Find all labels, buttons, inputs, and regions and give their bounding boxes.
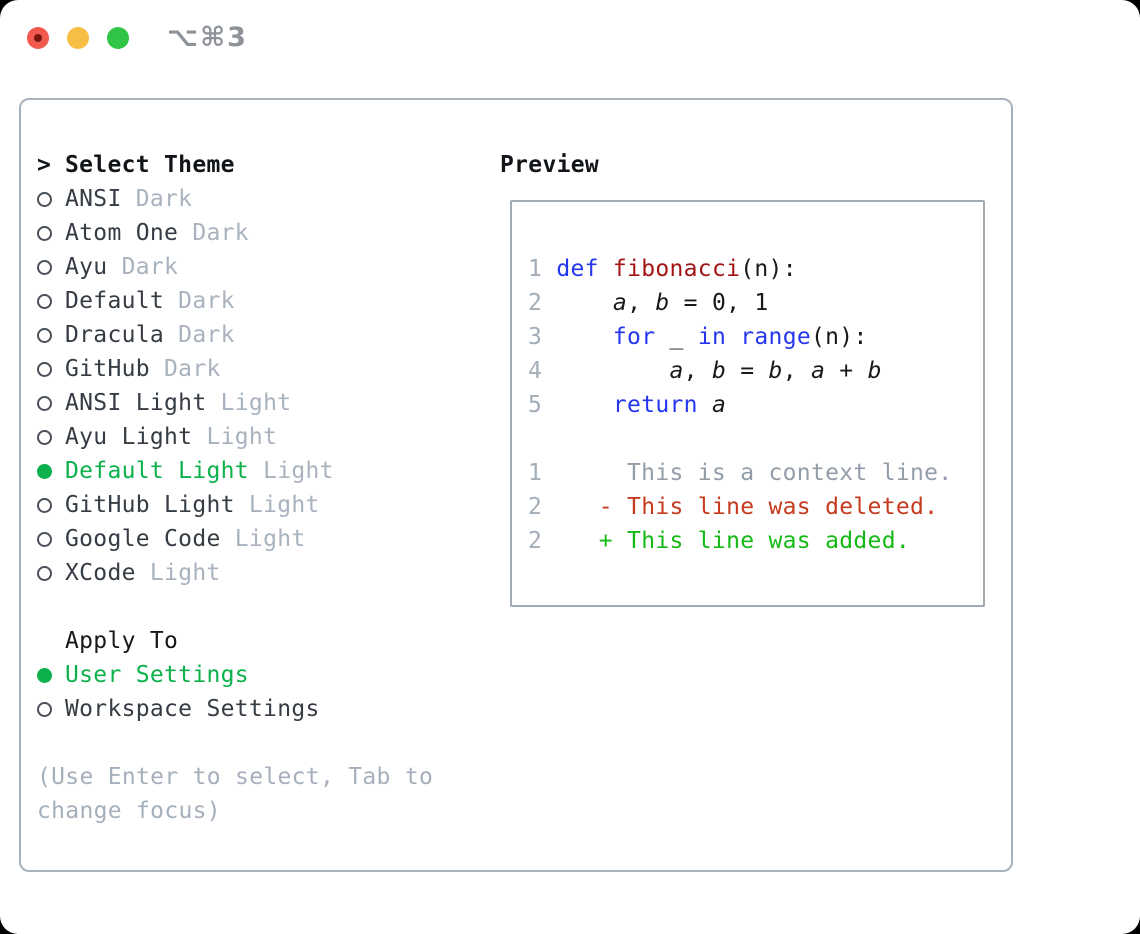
code-line: 1 def fibonacci(n): (528, 256, 797, 282)
theme-option-ansi-light-light[interactable]: ANSI Light Light (37, 386, 334, 420)
theme-name: Google Code (65, 526, 221, 552)
theme-variant: Dark (107, 254, 179, 280)
zoom-button[interactable] (107, 27, 129, 49)
window-title-shortcut: ⌥⌘3 (167, 22, 248, 53)
help-text: (Use Enter to select, Tab to change focu… (37, 764, 434, 824)
theme-option-ayu-dark[interactable]: Ayu Dark (37, 250, 334, 284)
theme-variant: Light (135, 560, 221, 586)
radio-icon (37, 565, 65, 581)
theme-option-ansi-dark[interactable]: ANSI Dark (37, 182, 334, 216)
radio-icon (37, 361, 65, 377)
preview-box: 1 def fibonacci(n): 2 a, b = 0, 1 3 for _ … (510, 200, 985, 607)
radio-icon (37, 429, 65, 445)
radio-selected-icon (37, 667, 65, 683)
theme-option-google-code-light[interactable]: Google Code Light (37, 522, 334, 556)
theme-option-atom-one-dark[interactable]: Atom One Dark (37, 216, 334, 250)
code-line: 1 This is a context line. (528, 460, 953, 486)
close-button[interactable] (27, 27, 49, 49)
theme-variant: Light (220, 526, 306, 552)
theme-name: Dracula (65, 322, 165, 348)
code-line (528, 218, 983, 252)
code-line: 4 a, b = b, a + b (528, 358, 882, 384)
radio-icon (37, 497, 65, 513)
theme-option-xcode-light[interactable]: XCode Light (37, 556, 334, 590)
theme-name: Ayu (65, 254, 108, 280)
radio-icon (37, 701, 65, 717)
theme-name: ANSI Light (65, 390, 207, 416)
code-line (528, 422, 983, 456)
radio-icon (37, 395, 65, 411)
radio-icon (37, 531, 65, 547)
close-dot-icon (34, 34, 42, 42)
theme-option-github-light-light[interactable]: GitHub Light Light (37, 488, 334, 522)
radio-icon (37, 225, 65, 241)
theme-name: GitHub (65, 356, 150, 382)
theme-list-header: > Select Theme (37, 148, 334, 182)
code-line: 2 a, b = 0, 1 (528, 290, 769, 316)
apply-to-title: Apply To (65, 628, 179, 654)
theme-name: ANSI (65, 186, 122, 212)
theme-variant: Dark (164, 288, 235, 314)
theme-name: Default (65, 288, 165, 314)
theme-option-dracula-dark[interactable]: Dracula Dark (37, 318, 334, 352)
code-line: 2 + This line was added. (528, 528, 910, 554)
theme-variant: Dark (178, 220, 249, 246)
theme-option-default-light-light[interactable]: Default Light Light (37, 454, 334, 488)
apply-option-user-settings[interactable]: User Settings (37, 658, 320, 692)
prompt-icon: > (37, 152, 52, 178)
apply-to-header: Apply To (37, 624, 320, 658)
radio-selected-icon (37, 463, 65, 479)
theme-name: XCode (65, 560, 136, 586)
theme-variant: Light (206, 390, 292, 416)
theme-variant: Light (248, 458, 334, 484)
theme-variant: Dark (149, 356, 221, 382)
apply-option-label: User Settings (65, 662, 249, 688)
theme-option-github-dark[interactable]: GitHub Dark (37, 352, 334, 386)
theme-list-title: Select Theme (65, 152, 235, 178)
apply-option-workspace-settings[interactable]: Workspace Settings (37, 692, 320, 726)
minimize-button[interactable] (67, 27, 89, 49)
theme-name: Atom One (65, 220, 179, 246)
preview-code: 1 def fibonacci(n): 2 a, b = 0, 1 3 for _ … (512, 202, 983, 558)
radio-icon (37, 259, 65, 275)
theme-variant: Dark (164, 322, 235, 348)
theme-option-default-dark[interactable]: Default Dark (37, 284, 334, 318)
apply-option-label: Workspace Settings (65, 696, 320, 722)
preview-title: Preview (500, 152, 600, 178)
theme-option-ayu-light-light[interactable]: Ayu Light Light (37, 420, 334, 454)
theme-variant: Dark (121, 186, 193, 212)
theme-variant: Light (234, 492, 320, 518)
theme-name: Ayu Light (65, 424, 193, 450)
radio-icon (37, 327, 65, 343)
theme-name: GitHub Light (65, 492, 235, 518)
code-line: 2 - This line was deleted. (528, 494, 939, 520)
theme-variant: Light (192, 424, 278, 450)
theme-name: Default Light (65, 458, 249, 484)
code-line: 3 for _ in range(n): (528, 324, 868, 350)
radio-icon (37, 191, 65, 207)
radio-icon (37, 293, 65, 309)
prompt-marker: > (37, 148, 65, 182)
code-line: 5 return a (528, 392, 727, 418)
